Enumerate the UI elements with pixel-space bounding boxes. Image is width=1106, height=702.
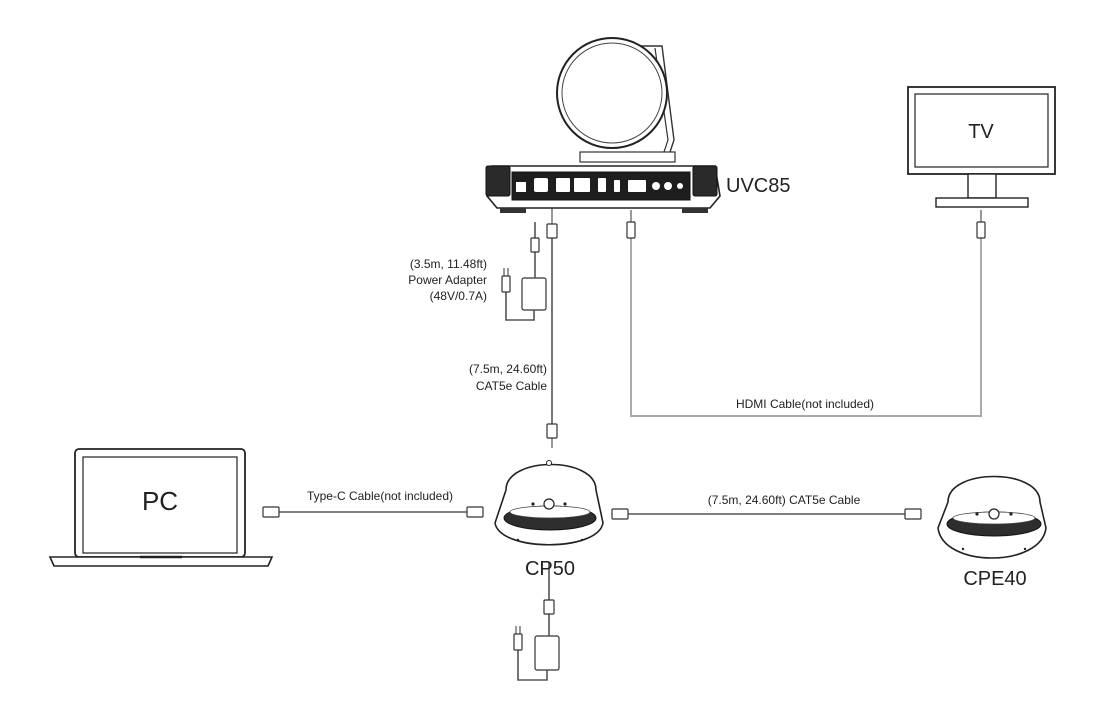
cat5e-length: (7.5m, 24.60ft)	[469, 362, 547, 376]
cpe40-device	[937, 475, 1047, 559]
tv-device	[907, 86, 1056, 208]
power-adapter-name: Power Adapter	[408, 273, 487, 287]
cat5e-extension-label: (7.5m, 24.60ft) CAT5e Cable	[708, 493, 861, 507]
camera-label: UVC85	[726, 175, 790, 197]
hdmi-cable	[626, 210, 986, 417]
pc-device	[48, 448, 274, 567]
power-adapter-camera	[501, 222, 547, 321]
power-adapter-spec: (48V/0.7A)	[430, 289, 487, 303]
typec-cable-label: Type-C Cable(not included)	[307, 489, 453, 503]
cat5e-cable-extension	[611, 508, 922, 520]
cpe40-label: CPE40	[963, 568, 1026, 590]
power-adapter-cp50	[513, 562, 560, 681]
cat5e-cable-camera	[546, 206, 558, 448]
pc-label: PC	[142, 486, 178, 516]
typec-cable	[262, 506, 484, 518]
cp50-device	[494, 460, 604, 546]
cp50-label: CP50	[525, 558, 575, 580]
cat5e-name: CAT5e Cable	[476, 379, 547, 393]
power-adapter-length: (3.5m, 11.48ft)	[410, 257, 487, 271]
tv-label: TV	[968, 121, 994, 143]
hdmi-cable-label: HDMI Cable(not included)	[736, 397, 874, 411]
camera-device	[485, 37, 721, 213]
